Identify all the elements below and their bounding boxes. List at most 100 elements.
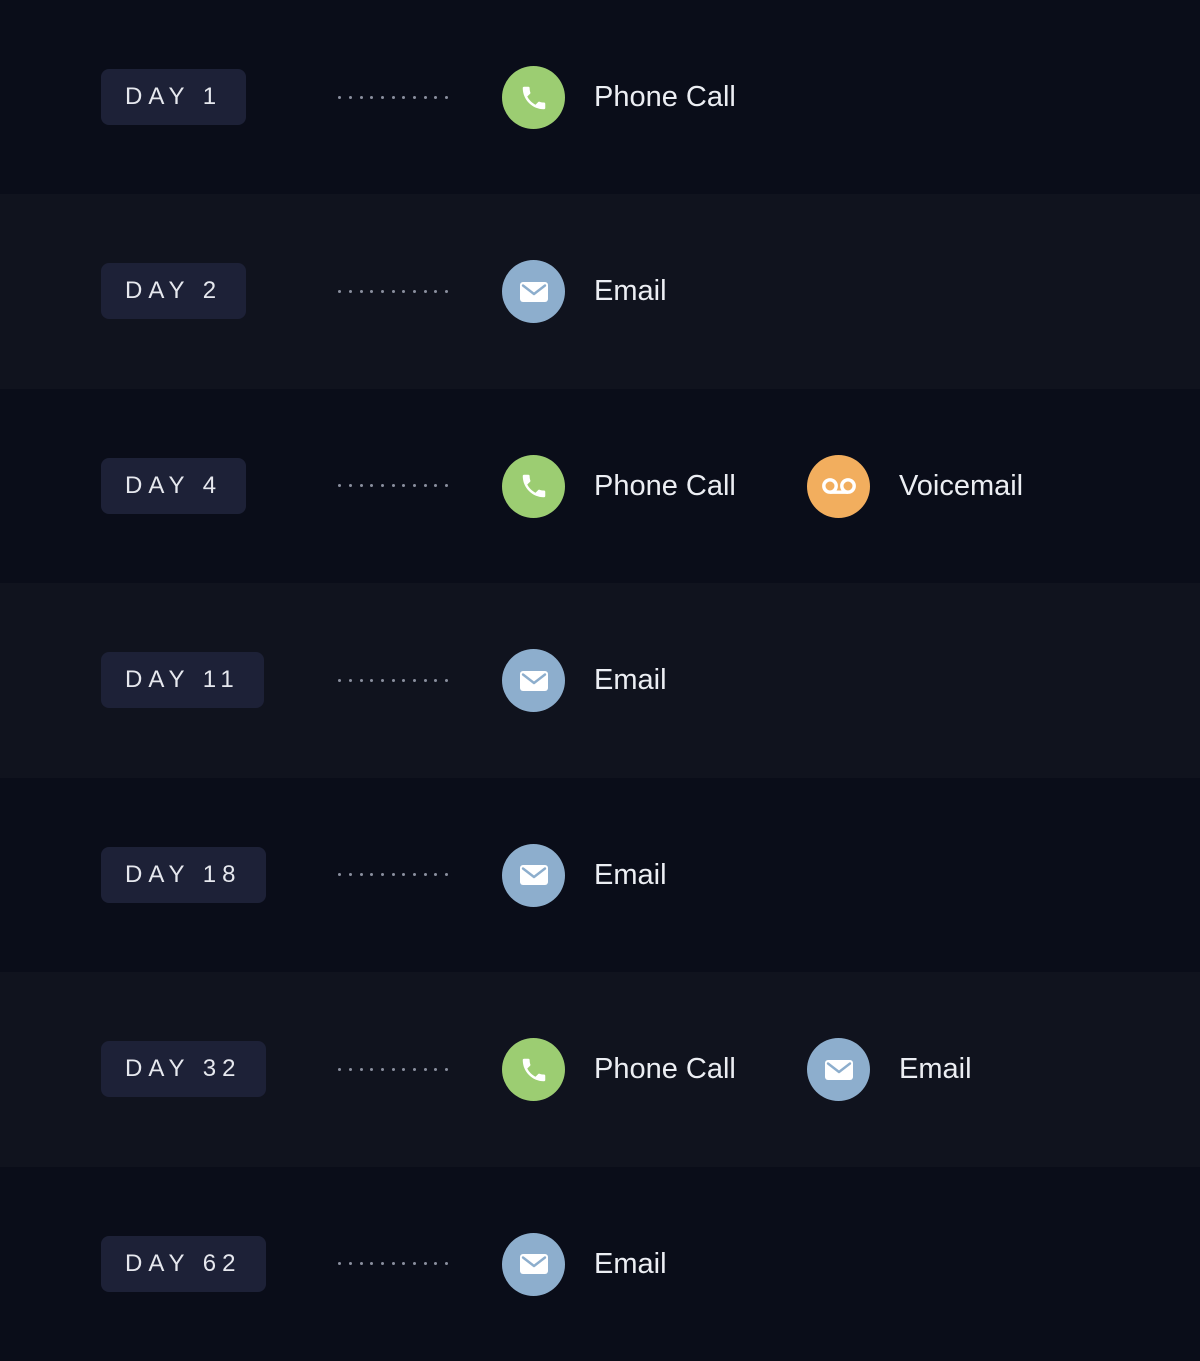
connector-dot bbox=[391, 873, 395, 877]
action-item[interactable]: Email bbox=[807, 1038, 972, 1102]
connector-dot bbox=[370, 1067, 374, 1071]
phone-icon bbox=[522, 475, 545, 498]
connector-dot bbox=[423, 678, 427, 682]
phone-icon bbox=[522, 86, 545, 109]
connector-dot bbox=[348, 678, 352, 682]
connector-dot bbox=[423, 1262, 427, 1266]
action-label: Email bbox=[594, 1247, 667, 1280]
connector-dot bbox=[423, 1067, 427, 1071]
connector-dot bbox=[380, 873, 384, 877]
day-badge: DAY 1 bbox=[101, 69, 247, 125]
connector-dot bbox=[412, 873, 416, 877]
connector-dot bbox=[338, 95, 342, 99]
phone-icon bbox=[502, 1038, 565, 1102]
day-badge: DAY 62 bbox=[101, 1235, 266, 1292]
action-item[interactable]: Voicemail bbox=[807, 454, 1024, 518]
connector-dots bbox=[330, 483, 448, 489]
connector-dot bbox=[370, 484, 374, 488]
connector-dot bbox=[370, 1262, 374, 1266]
day-badge: DAY 2 bbox=[101, 263, 247, 320]
action-label: Email bbox=[594, 275, 667, 308]
connector-dot bbox=[348, 1067, 352, 1071]
action-label: Email bbox=[594, 664, 667, 697]
day-badge: DAY 11 bbox=[101, 652, 264, 709]
action-label: Phone Call bbox=[594, 81, 736, 113]
day-badge: DAY 18 bbox=[101, 846, 266, 903]
connector-dot bbox=[434, 678, 438, 682]
envelope-icon bbox=[502, 260, 565, 324]
timeline-row: DAY 1 Phone Call bbox=[0, 0, 1200, 195]
connector-dot bbox=[445, 484, 448, 488]
connector-dot bbox=[423, 95, 427, 99]
connector-dot bbox=[348, 289, 352, 293]
envelope-icon bbox=[519, 281, 548, 302]
envelope-icon bbox=[519, 1254, 548, 1275]
action-item[interactable]: Email bbox=[502, 843, 667, 907]
timeline-row: DAY 2 Email bbox=[0, 194, 1200, 389]
connector-dot bbox=[402, 873, 406, 877]
connector-dot bbox=[348, 1262, 352, 1266]
day-badge: DAY 32 bbox=[101, 1041, 266, 1098]
connector-dot bbox=[434, 289, 438, 293]
connector-dot bbox=[402, 1067, 406, 1071]
connector-dot bbox=[434, 1067, 438, 1071]
timeline-row: DAY 11 Email bbox=[0, 583, 1200, 778]
connector-dots bbox=[330, 1066, 448, 1072]
connector-dot bbox=[348, 873, 352, 877]
connector-dots bbox=[330, 872, 448, 878]
day-badge: DAY 4 bbox=[101, 457, 247, 514]
connector-dot bbox=[402, 1262, 406, 1266]
connector-dot bbox=[338, 1262, 342, 1266]
connector-dot bbox=[380, 678, 384, 682]
connector-dot bbox=[445, 678, 448, 682]
action-label: Phone Call bbox=[594, 1053, 736, 1086]
connector-dot bbox=[391, 1262, 395, 1266]
action-item[interactable]: Email bbox=[502, 260, 667, 324]
connector-dot bbox=[359, 289, 363, 293]
phone-icon bbox=[502, 66, 565, 129]
connector-dots bbox=[330, 1261, 448, 1267]
connector-dot bbox=[359, 678, 363, 682]
envelope-icon bbox=[807, 1038, 870, 1102]
connector-dot bbox=[380, 289, 384, 293]
voicemail-icon bbox=[821, 478, 856, 495]
action-label: Voicemail bbox=[899, 469, 1024, 502]
connector-dot bbox=[380, 1262, 384, 1266]
connector-dot bbox=[391, 484, 395, 488]
connector-dot bbox=[380, 1067, 384, 1071]
connector-dot bbox=[391, 95, 395, 99]
timeline-row: DAY 62 Email bbox=[0, 1166, 1200, 1361]
connector-dot bbox=[445, 95, 448, 99]
phone-icon bbox=[522, 1058, 545, 1081]
connector-dot bbox=[423, 289, 427, 293]
connector-dot bbox=[445, 873, 448, 877]
action-item[interactable]: Email bbox=[502, 649, 667, 713]
action-item[interactable]: Email bbox=[502, 1232, 667, 1296]
connector-dot bbox=[412, 95, 416, 99]
connector-dot bbox=[445, 1262, 448, 1266]
connector-dot bbox=[423, 484, 427, 488]
connector-dot bbox=[391, 678, 395, 682]
connector-dot bbox=[359, 1067, 363, 1071]
connector-dot bbox=[445, 289, 448, 293]
connector-dot bbox=[380, 95, 384, 99]
connector-dot bbox=[348, 95, 352, 99]
timeline-row: DAY 18 Email bbox=[0, 777, 1200, 973]
connector-dot bbox=[370, 95, 374, 99]
phone-icon bbox=[502, 454, 565, 518]
envelope-icon bbox=[519, 670, 548, 691]
connector-dot bbox=[370, 873, 374, 877]
timeline-row: DAY 4 Phone Call Voicemail bbox=[0, 388, 1200, 584]
connector-dots bbox=[330, 288, 448, 294]
envelope-icon bbox=[519, 865, 548, 886]
connector-dot bbox=[359, 1262, 363, 1266]
action-item[interactable]: Phone Call bbox=[502, 66, 736, 129]
envelope-icon bbox=[824, 1059, 853, 1080]
connector-dot bbox=[348, 484, 352, 488]
action-item[interactable]: Phone Call bbox=[502, 454, 736, 518]
connector-dot bbox=[412, 1262, 416, 1266]
action-item[interactable]: Phone Call bbox=[502, 1038, 736, 1102]
connector-dot bbox=[412, 484, 416, 488]
connector-dot bbox=[412, 289, 416, 293]
